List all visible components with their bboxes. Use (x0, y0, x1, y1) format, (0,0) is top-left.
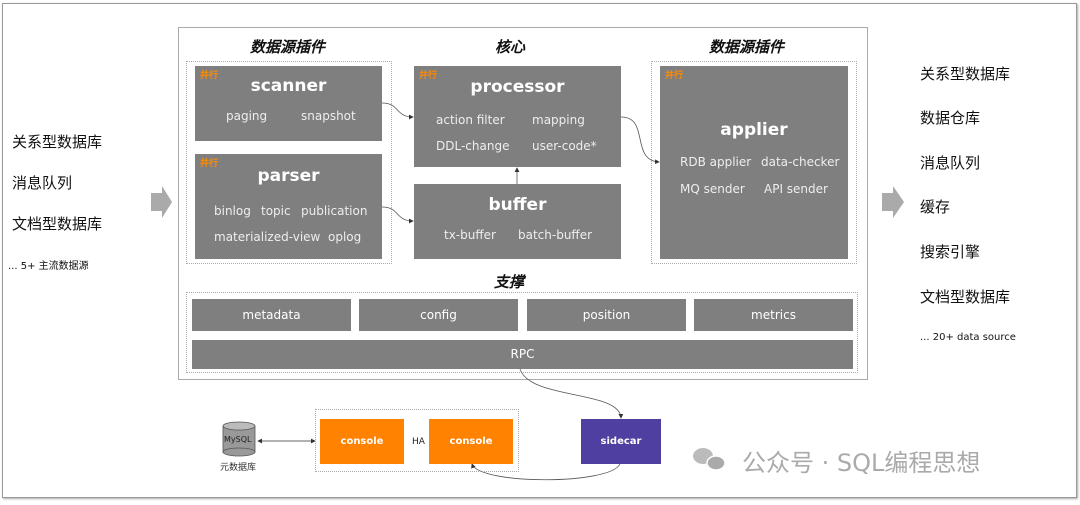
buffer-item: tx-buffer (444, 228, 496, 242)
parser-item: publication (301, 204, 368, 218)
applier-item: data-checker (761, 155, 840, 169)
processor-item: user-code* (532, 139, 597, 153)
section-core: 核心 (495, 38, 526, 56)
support-position: position (527, 299, 686, 331)
support-metadata: metadata (192, 299, 351, 331)
target-rdb: 关系型数据库 (920, 65, 1011, 83)
processor-item: DDL-change (436, 139, 510, 153)
processor-item: mapping (532, 113, 585, 127)
applier-item: MQ sender (680, 182, 745, 196)
buffer-item: batch-buffer (518, 228, 593, 242)
scanner-title: scanner (250, 76, 327, 96)
parser-item: binlog (214, 204, 251, 218)
applier-box: 并行 applier RDB applier data-checker MQ s… (660, 66, 848, 259)
mysql-label: MySQL (224, 435, 252, 444)
ha-label: HA (412, 437, 425, 447)
scanner-box: 并行 scanner paging snapshot (195, 66, 382, 141)
parser-item: materialized-view (214, 230, 321, 244)
target-mq: 消息队列 (920, 154, 981, 172)
scanner-item: paging (226, 109, 268, 123)
parallel-badge: 并行 (200, 71, 219, 81)
support-config: config (359, 299, 518, 331)
source-plugin-group (186, 61, 392, 264)
parser-title: parser (257, 166, 320, 186)
console-ha-group (315, 409, 519, 472)
source-mq: 消息队列 (12, 174, 73, 192)
buffer-title: buffer (488, 195, 547, 215)
target-cache: 缓存 (920, 198, 951, 216)
parallel-badge: 并行 (200, 159, 219, 169)
console-primary: console (320, 419, 404, 464)
section-sink-plugin: 数据源插件 (709, 38, 785, 56)
parser-box: 并行 parser binlog topic publication mater… (195, 154, 382, 259)
parser-item: oplog (328, 230, 362, 244)
console-secondary: console (429, 419, 513, 464)
target-docdb: 文档型数据库 (920, 288, 1011, 306)
applier-title: applier (720, 120, 788, 140)
source-docdb: 文档型数据库 (12, 215, 103, 233)
source-rdb: 关系型数据库 (12, 133, 103, 151)
sidecar-box: sidecar (581, 419, 661, 464)
parser-item: topic (261, 204, 291, 218)
applier-item: API sender (764, 182, 828, 196)
support-metrics: metrics (694, 299, 853, 331)
processor-title: processor (470, 77, 565, 97)
target-dw: 数据仓库 (920, 109, 981, 127)
scanner-item: snapshot (301, 109, 356, 123)
buffer-box: buffer tx-buffer batch-buffer (414, 184, 621, 259)
sink-plugin-group (651, 61, 857, 264)
section-source-plugin: 数据源插件 (250, 38, 326, 56)
section-support: 支撑 (494, 273, 525, 291)
parallel-badge: 并行 (665, 71, 684, 81)
target-search: 搜索引擎 (920, 243, 981, 261)
source-more: ... 5+ 主流数据源 (8, 261, 89, 272)
processor-item: action filter (436, 113, 505, 127)
mysql-caption: 元数据库 (220, 463, 257, 473)
support-rpc: RPC (192, 340, 853, 369)
parallel-badge: 并行 (419, 71, 438, 81)
applier-item: RDB applier (680, 155, 752, 169)
target-more: ... 20+ data source (920, 332, 1016, 343)
watermark: 公众号 · SQL编程思想 (742, 449, 981, 477)
processor-box: 并行 processor action filter mapping DDL-c… (414, 66, 621, 167)
